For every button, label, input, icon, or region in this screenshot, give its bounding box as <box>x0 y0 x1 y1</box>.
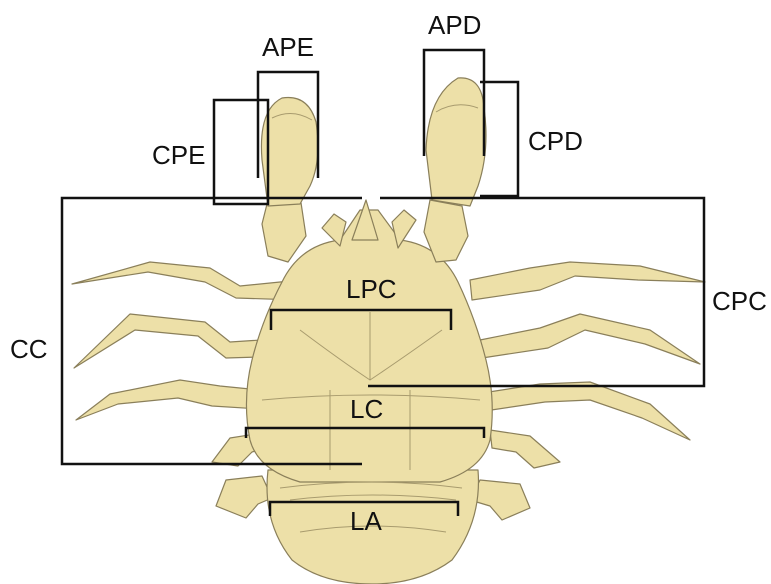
left-leg-5 <box>216 476 272 518</box>
right-leg-3 <box>476 382 690 440</box>
label-lc: LC <box>350 394 383 424</box>
label-cpe: CPE <box>152 140 205 170</box>
label-cc: CC <box>10 334 48 364</box>
label-lpc: LPC <box>346 274 397 304</box>
cpe-bracket <box>214 100 268 204</box>
label-apd: APD <box>428 10 481 40</box>
right-leg-1 <box>470 262 705 300</box>
right-leg-4 <box>490 430 560 468</box>
right-claw <box>426 78 486 206</box>
right-leg-2 <box>480 314 700 364</box>
left-leg-1 <box>72 262 300 300</box>
label-cpc: CPC <box>712 286 767 316</box>
label-cpd: CPD <box>528 126 583 156</box>
label-la: LA <box>350 506 382 536</box>
label-ape: APE <box>262 32 314 62</box>
